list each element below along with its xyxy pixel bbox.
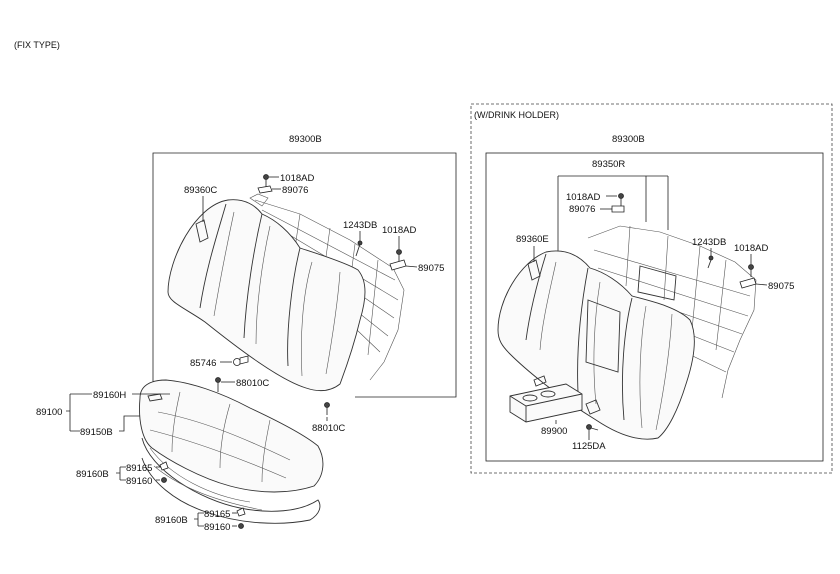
bolt-1243DB-right	[707, 255, 714, 269]
bolt-1243DB	[355, 240, 363, 257]
label-89100: 89100	[36, 407, 62, 418]
fix-type-title: (FIX TYPE)	[14, 40, 60, 50]
label-89300B: 89300B	[289, 134, 322, 145]
clip-89160-a	[161, 477, 167, 483]
label-89165-b: 89165	[204, 509, 230, 520]
label-1125DA: 1125DA	[572, 441, 606, 452]
seat-cushion-pad	[139, 379, 324, 493]
clip-89075	[389, 259, 407, 271]
clip-89160-b	[238, 523, 244, 529]
bolt-1125DA	[586, 424, 599, 431]
hook-89165-b	[236, 507, 246, 517]
label-89900: 89900	[541, 426, 567, 437]
label-1018AD-right-right: 1018AD	[734, 243, 768, 254]
clip-85746	[233, 358, 241, 366]
bolt-88010C-bottom	[324, 402, 330, 415]
label-89075: 89075	[418, 263, 444, 274]
seatback-illustration-right	[497, 225, 757, 440]
label-89165-a: 89165	[126, 463, 152, 474]
drink-holder-dashed-frame	[470, 103, 833, 474]
clip-89076	[257, 185, 273, 194]
bolt-1018AD-top-right	[618, 193, 624, 206]
bolt-1018AD-right	[396, 249, 402, 262]
fix-type-section: 89300B 1018AD	[36, 134, 457, 533]
label-89160B-a: 89160B	[76, 469, 109, 480]
label-1018AD-right: 1018AD	[382, 225, 416, 236]
label-89160-a: 89160	[126, 476, 152, 487]
seatback-cushion-right	[497, 250, 695, 440]
armrest-89900	[509, 375, 601, 423]
clip-89076-right	[611, 205, 625, 213]
drink-holder-section: (W/DRINK HOLDER) 89300B 89350R 1018AD	[470, 103, 833, 474]
drink-holder-title: (W/DRINK HOLDER)	[474, 110, 559, 120]
seatback-cushion	[167, 199, 366, 392]
drink-holder-opening-frame	[637, 265, 677, 301]
label-89360C: 89360C	[184, 185, 217, 196]
label-89075-right: 89075	[768, 281, 794, 292]
label-1018AD-top: 1018AD	[280, 173, 314, 184]
label-85746: 85746	[190, 358, 216, 369]
seatback-cover-tab	[195, 219, 209, 243]
seatback-assembly-bracket	[152, 152, 457, 398]
label-89160-b: 89160	[204, 522, 230, 533]
bolt-1018AD-right-right	[748, 264, 754, 277]
label-88010C-top: 88010C	[236, 378, 269, 389]
label-89160B-b: 89160B	[155, 515, 188, 526]
seatback-assembly-frame-right	[485, 152, 824, 462]
label-89160H: 89160H	[93, 390, 126, 401]
seatback-illustration	[167, 193, 405, 392]
label-89150B: 89150B	[80, 427, 113, 438]
hook-89165-a	[159, 461, 169, 471]
bolt-88010C-top	[215, 377, 221, 392]
clip-89075-right	[739, 277, 757, 289]
label-1243DB: 1243DB	[343, 220, 377, 231]
seat-cushion-illustration	[139, 379, 324, 524]
label-89350R: 89350R	[592, 159, 625, 170]
label-88010C-bottom: 88010C	[312, 423, 345, 434]
label-89076: 89076	[282, 185, 308, 196]
label-89360E: 89360E	[516, 234, 549, 245]
label-89076-right: 89076	[569, 204, 595, 215]
armrest-opening	[585, 299, 621, 373]
label-1243DB-right: 1243DB	[692, 237, 726, 248]
label-1018AD-top-right: 1018AD	[566, 192, 600, 203]
label-89300B-right: 89300B	[612, 134, 645, 145]
